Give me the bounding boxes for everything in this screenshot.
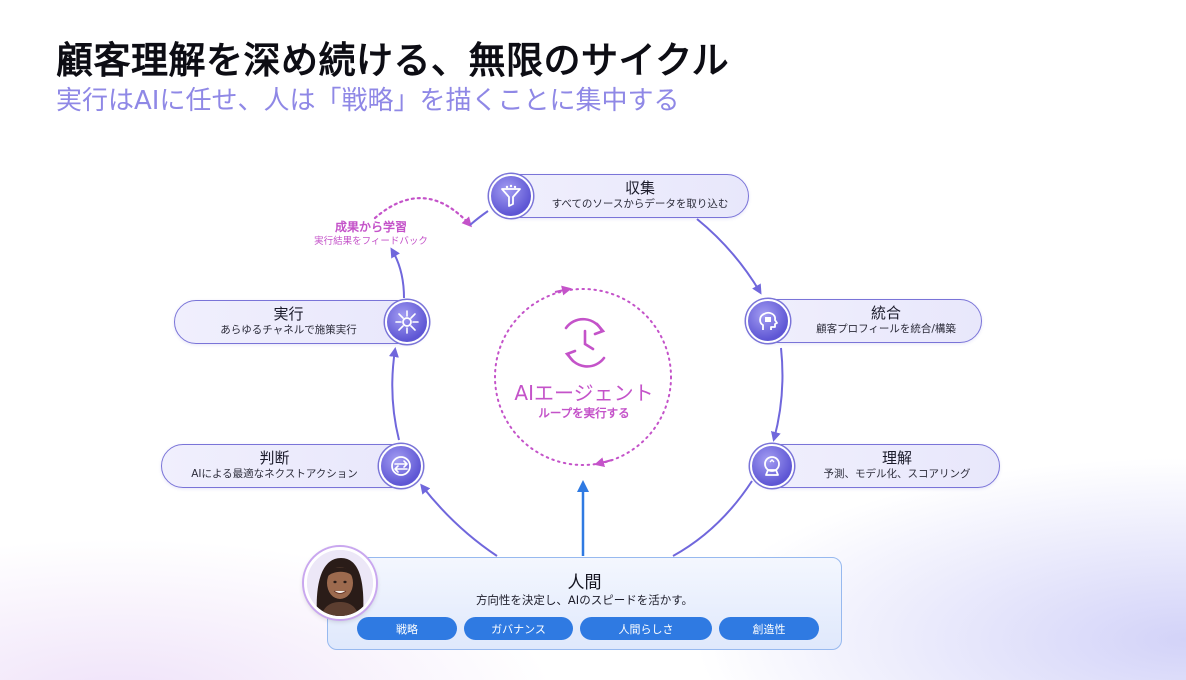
human-panel: 人間 方向性を決定し、AIのスピードを活かす。 戦略 ガバナンス 人間らしさ 創… (327, 557, 842, 650)
understand-desc: 予測、モデル化、スコアリング (823, 468, 971, 480)
ai-agent-desc: ループを実行する (538, 406, 630, 420)
chip-governance[interactable]: ガバナンス (464, 617, 573, 640)
chip-creativity[interactable]: 創造性 (719, 617, 819, 640)
crystal-ball-icon (750, 444, 794, 488)
understand-label: 理解 (881, 449, 912, 467)
integrate-node[interactable]: 統合 顧客プロフィールを統合/構築 (746, 299, 982, 343)
execute-desc: あらゆるチャネルで施策実行 (220, 324, 357, 336)
execute-label: 実行 (273, 305, 304, 323)
arrow-understand-to-human (672, 480, 753, 557)
human-title: 人間 (567, 573, 602, 593)
page-title: 顧客理解を深め続ける、無限のサイクル (56, 39, 730, 82)
feedback-title: 成果から学習 (334, 220, 407, 234)
funnel-icon (489, 174, 533, 218)
page-subtitle: 実行はAIに任せ、人は「戦略」を描くことに集中する (56, 86, 680, 116)
ai-agent: AIエージェント ループを実行する (484, 381, 684, 421)
execute-node[interactable]: 実行 あらゆるチャネルで施策実行 (174, 300, 429, 344)
human-desc: 方向性を決定し、AIのスピードを活かす。 (475, 593, 694, 607)
head-puzzle-icon (746, 299, 790, 343)
arrow-execute-to-feedback (390, 247, 405, 299)
collect-node[interactable]: 収集 すべてのソースからデータを取り込む (489, 174, 749, 218)
clock-cycle-icon (564, 317, 606, 368)
chip-strategy[interactable]: 戦略 (357, 617, 457, 640)
feedback-label: 成果から学習 実行結果をフィードバック (296, 220, 446, 248)
judge-desc: AIによる最適なネクストアクション (191, 468, 358, 480)
person-avatar (304, 547, 376, 619)
collect-desc: すべてのソースからデータを取り込む (551, 198, 729, 210)
arrow-collect-to-integrate (696, 218, 762, 295)
agent-loop-circle (494, 288, 672, 466)
understand-node[interactable]: 理解 予測、モデル化、スコアリング (750, 444, 1000, 488)
agent-loop-arrow-top (554, 285, 572, 296)
feedback-desc: 実行結果をフィードバック (314, 236, 428, 247)
chip-humanity[interactable]: 人間らしさ (580, 617, 712, 640)
judge-label: 判断 (259, 449, 290, 467)
ai-agent-title: AIエージェント (514, 381, 654, 405)
arrow-judge-to-execute (389, 347, 400, 441)
arrow-cycle-entry (469, 210, 489, 226)
collect-label: 収集 (624, 179, 655, 197)
judge-node[interactable]: 判断 AIによる最適なネクストアクション (161, 444, 423, 488)
agent-loop-arrow-bottom (594, 457, 613, 468)
integrate-desc: 顧客プロフィールを統合/構築 (816, 323, 956, 335)
arrow-feedback-to-collect (373, 197, 473, 228)
decision-arrows-icon (379, 444, 423, 488)
channel-hub-icon (385, 300, 429, 344)
arrow-integrate-to-understand (771, 347, 784, 442)
integrate-label: 統合 (870, 304, 901, 322)
arrow-human-to-judge (420, 483, 498, 557)
